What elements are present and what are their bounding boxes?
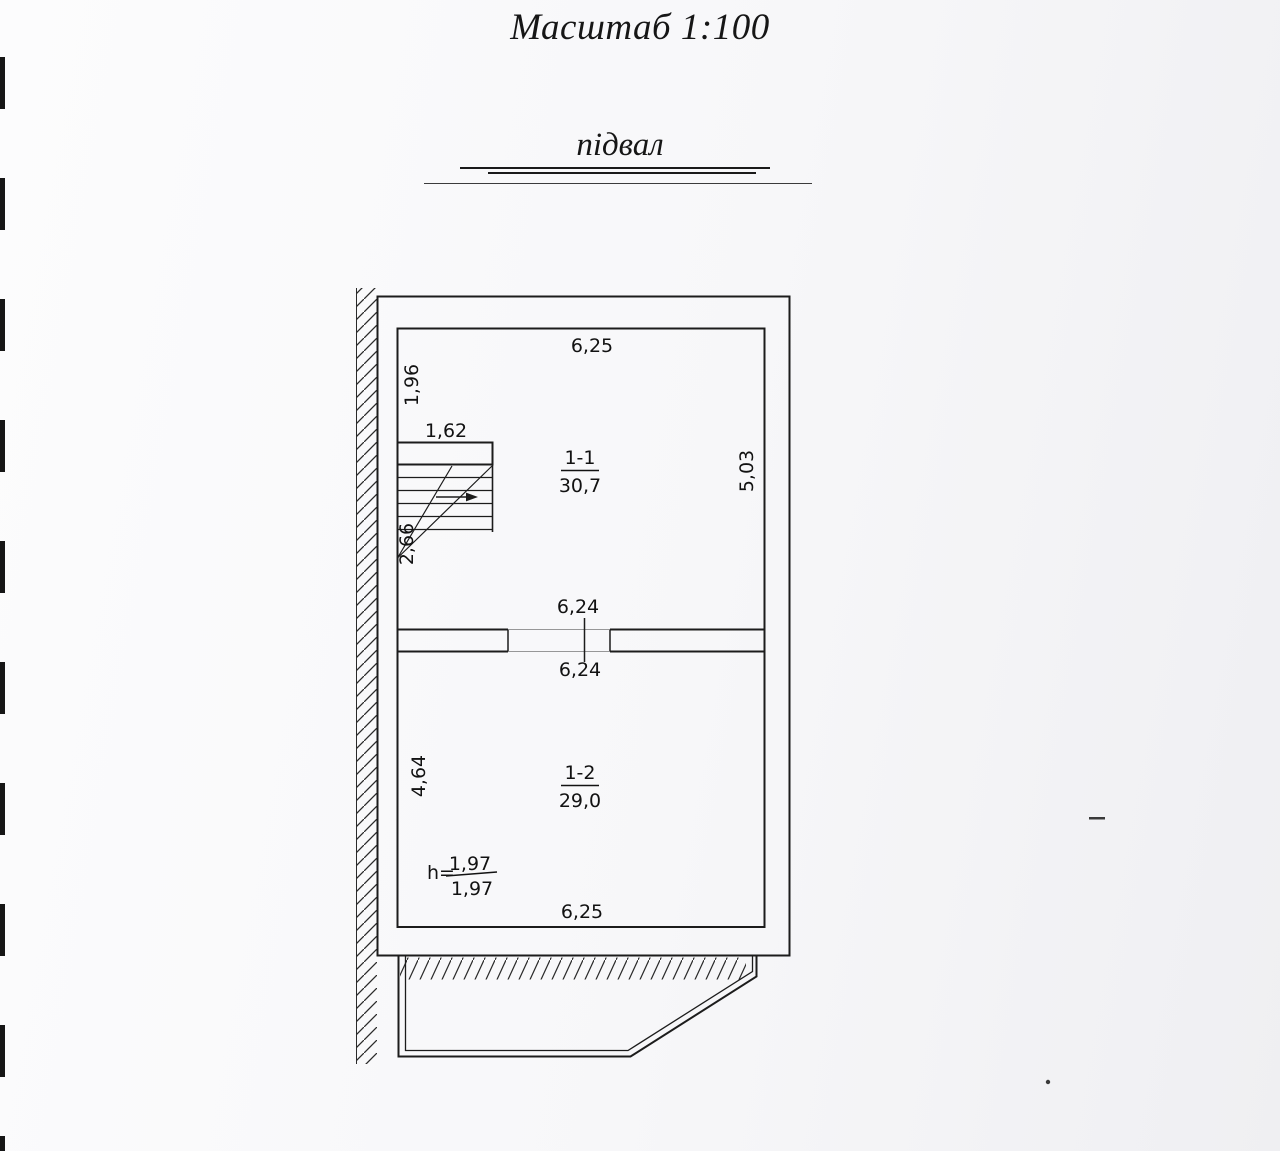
dim-room2-bottom: 6,25 [561, 901, 603, 923]
dim-room1-top: 6,25 [571, 335, 613, 357]
scale-title: Масштаб 1:100 [510, 7, 770, 48]
height-denominator: 1,97 [451, 878, 493, 900]
inner-wall-line [396, 327, 766, 928]
dim-mid-above: 6,24 [557, 596, 599, 618]
room2-area: 29,0 [559, 790, 601, 812]
staircase [396, 441, 494, 559]
stair-enclosure-wall [397, 441, 494, 466]
porch-inner-line [404, 956, 754, 1052]
porch-hatching [400, 957, 746, 980]
dimension-labels: 6,25 1,96 1,62 5,03 2,66 6,24 6,24 4,64 … [396, 335, 758, 923]
stair-break-lines [396, 465, 493, 559]
exterior-wall-hatching [356, 288, 377, 1064]
door-opening [508, 629, 610, 652]
height-fraction-bar [445, 871, 498, 877]
floor-title: підвал [576, 127, 664, 163]
dim-room1-left-upper: 1,96 [401, 364, 423, 406]
building-walls [376, 295, 791, 957]
room2-number: 1-2 [564, 762, 595, 784]
scan-artifacts [0, 57, 1105, 1151]
floor-title-underline [488, 172, 756, 174]
dim-room1-right: 5,03 [736, 450, 758, 492]
floor-title-underline [460, 167, 770, 169]
height-numerator: 1,97 [449, 853, 491, 875]
porch-outer-line [397, 956, 758, 1058]
room1-number: 1-1 [564, 447, 595, 469]
outer-wall-line [376, 295, 791, 957]
height-note: h= 1,97 1,97 [427, 853, 498, 900]
door-jambs [507, 629, 611, 652]
partition-wall [397, 628, 765, 653]
room-labels: 1-1 30,7 1-2 29,0 [559, 447, 601, 812]
dim-room2-left: 4,64 [408, 755, 430, 797]
dim-stair-depth: 2,66 [396, 523, 418, 565]
entrance-porch [397, 956, 758, 1058]
room1-area: 30,7 [559, 475, 601, 497]
stair-arrow-head [466, 492, 478, 502]
floor-title-underline [424, 183, 812, 184]
height-prefix: h= [427, 862, 455, 884]
dim-stair-width: 1,62 [425, 420, 467, 442]
stair-treads [397, 476, 493, 531]
dim-mid-below: 6,24 [559, 659, 601, 681]
